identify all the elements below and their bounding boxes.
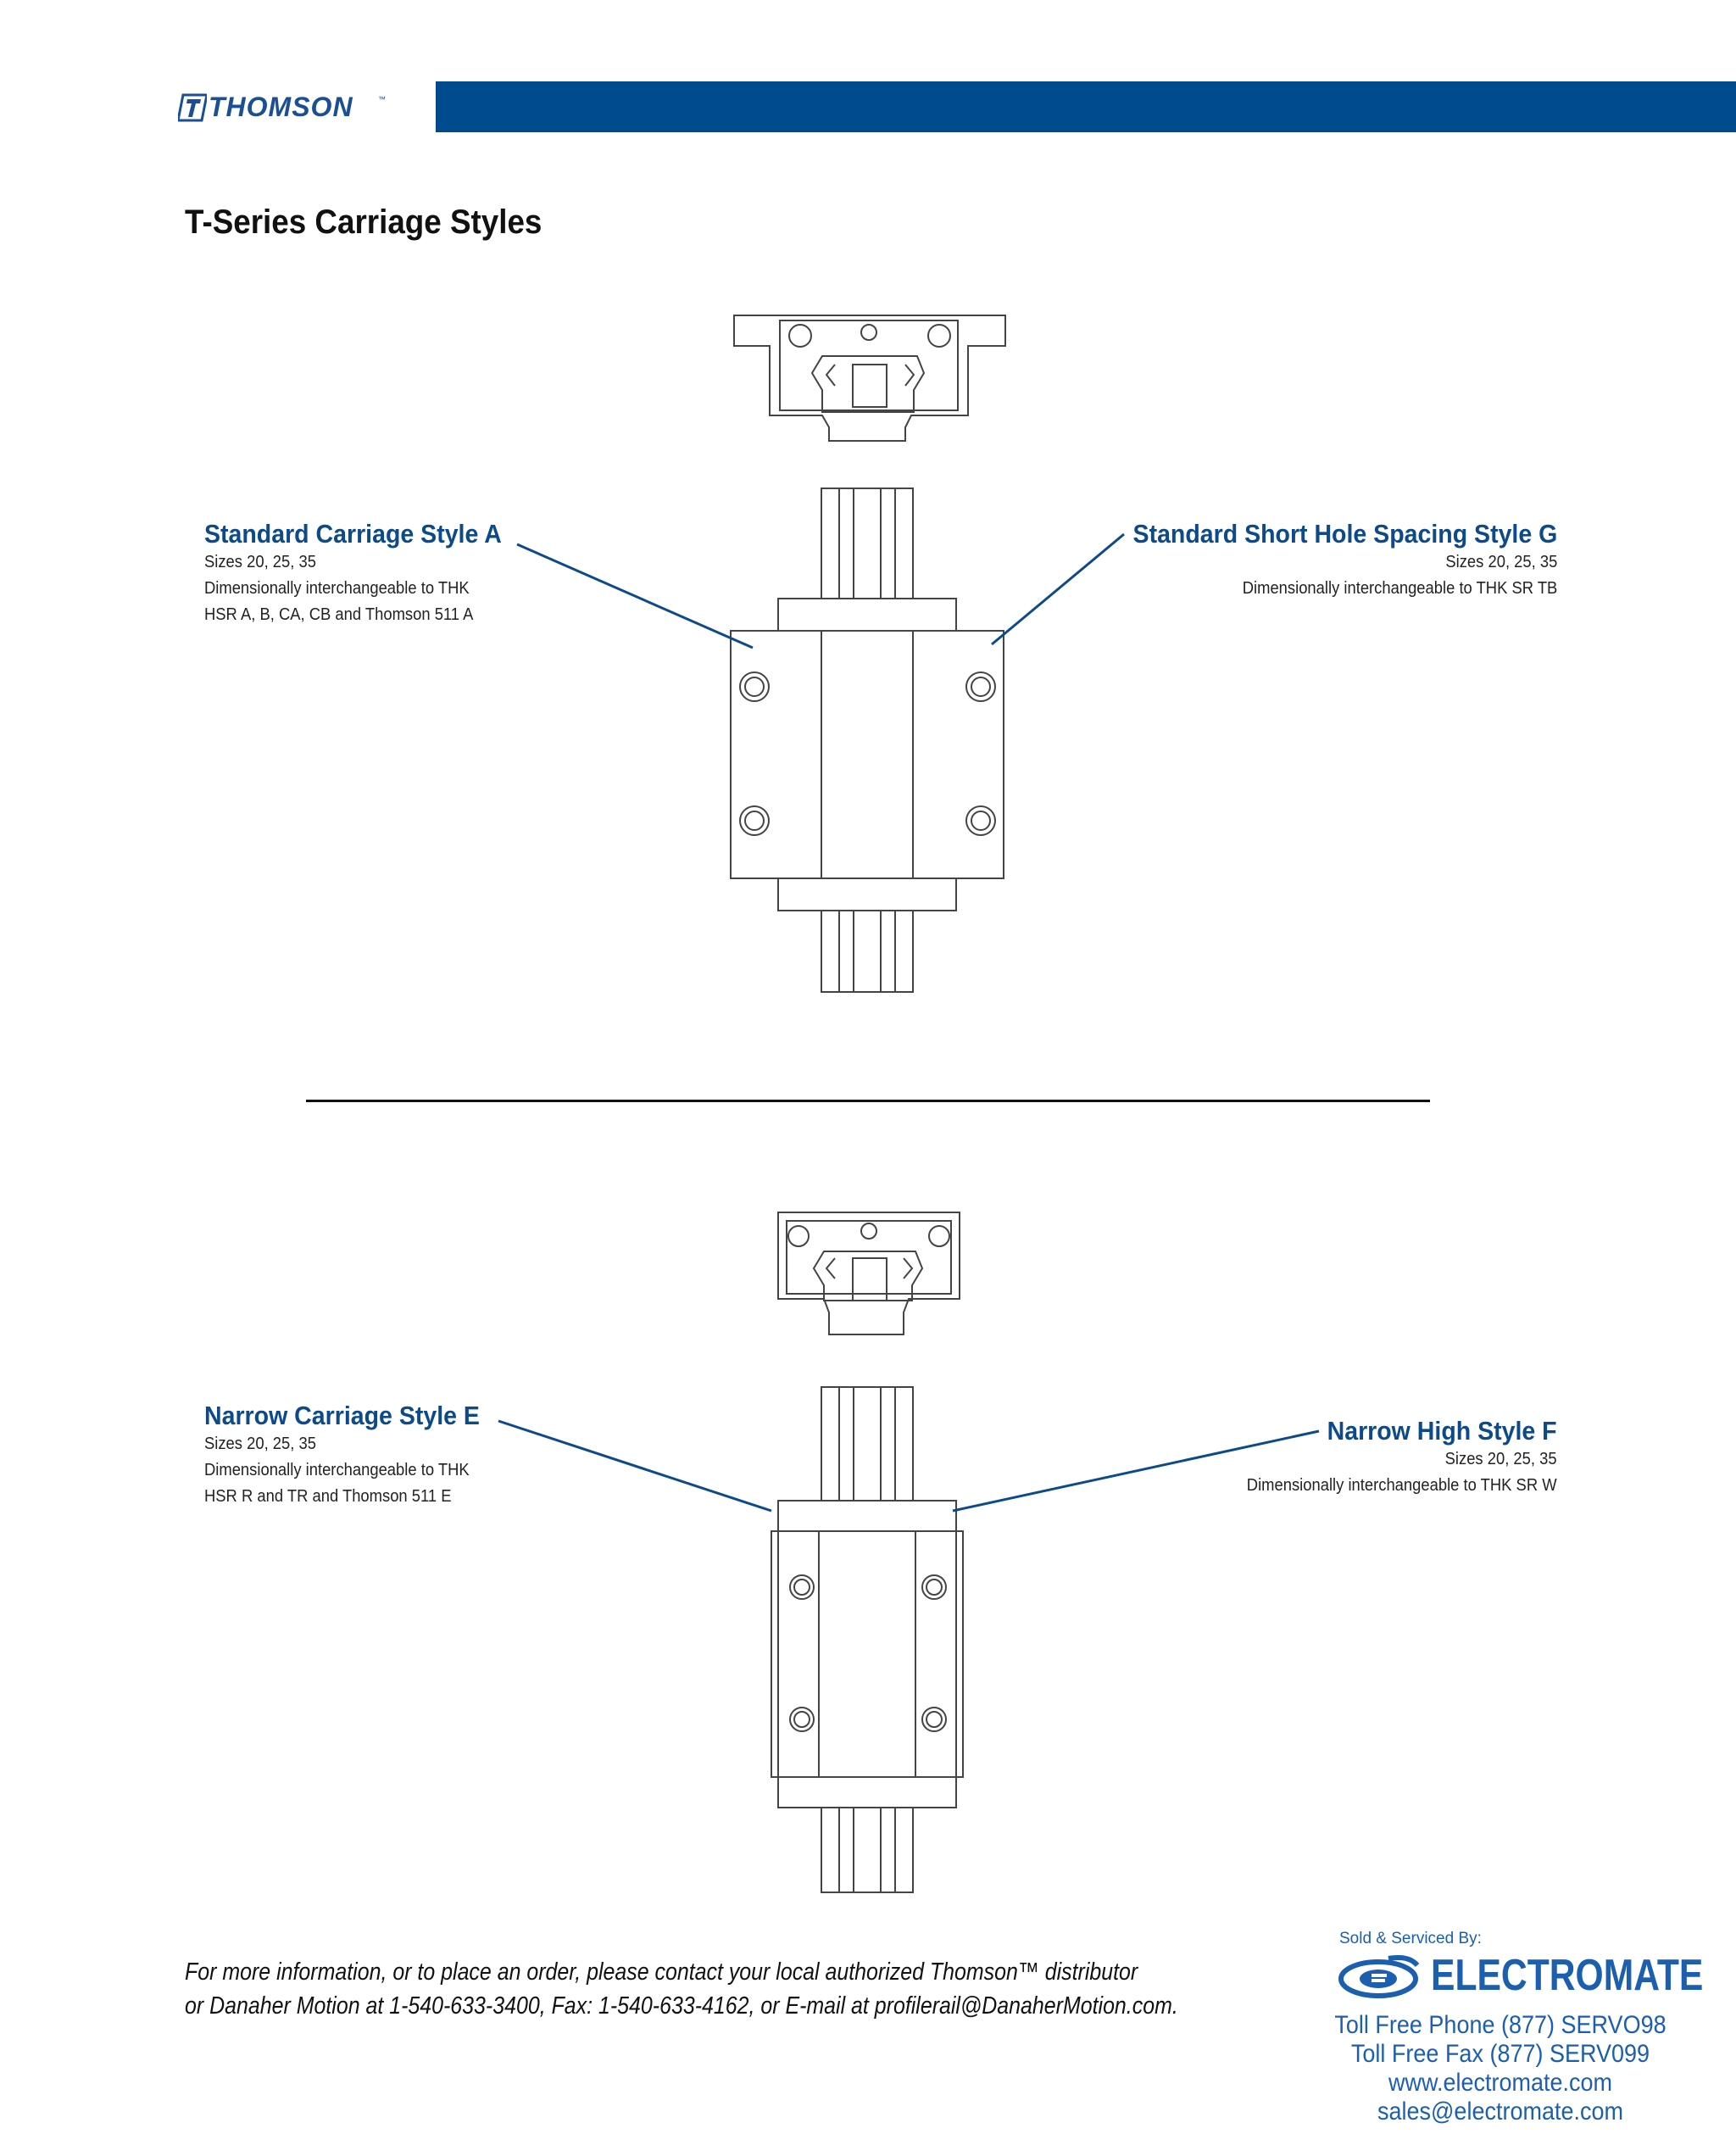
callout-sizes: Sizes 20, 25, 35 (204, 1435, 316, 1453)
callout-sizes: Sizes 20, 25, 35 (204, 553, 316, 571)
electromate-logo: ELECTROMATE (1338, 1948, 1704, 2008)
callout-text: Dimensionally interchangeable to THK SR … (1242, 579, 1557, 598)
carriage-e-end-view (777, 1212, 960, 1335)
logo-text: THOMSON (209, 92, 353, 122)
distributor-fax: Toll Free Fax (877) SERV099 (1350, 2040, 1650, 2068)
electromate-swoosh-icon (1338, 1955, 1420, 1998)
distributor-website-link[interactable]: www.electromate.com (1388, 2069, 1613, 2097)
leader-line-style-f (952, 1429, 1320, 1513)
section-divider (306, 1100, 1430, 1102)
callout-title: Standard Carriage Style A (204, 519, 502, 549)
page-title: T-Series Carriage Styles (185, 203, 542, 241)
callout-title: Standard Short Hole Spacing Style G (1132, 519, 1557, 549)
leader-line-style-a (516, 543, 754, 649)
callout-text: Dimensionally interchangeable to THK SR … (1247, 1476, 1557, 1495)
distributor-contact: Toll Free Phone (877) SERVO98 Toll Free … (1305, 2011, 1695, 2126)
carriage-a-end-view (733, 315, 1006, 442)
callout-text: HSR R and TR and Thomson 511 E (204, 1487, 452, 1506)
thomson-logo-icon (178, 93, 207, 122)
distributor-phone: Toll Free Phone (877) SERVO98 (1334, 2011, 1666, 2039)
callout-title: Narrow High Style F (1327, 1416, 1557, 1446)
callout-text: HSR A, B, CA, CB and Thomson 511 A (204, 605, 474, 624)
callout-style-g: Standard Short Hole Spacing Style G Size… (1096, 519, 1557, 602)
carriage-e-plan-view (771, 1386, 964, 1893)
logo-trademark: ™ (378, 95, 386, 103)
sold-by-label: Sold & Serviced By: (1339, 1930, 1482, 1947)
distributor-email-link[interactable]: sales@electromate.com (1377, 2098, 1624, 2126)
callout-sizes: Sizes 20, 25, 35 (1445, 1450, 1557, 1468)
leader-line-style-g (991, 532, 1125, 646)
header-bar (436, 81, 1736, 132)
callout-title: Narrow Carriage Style E (204, 1401, 480, 1430)
callout-text: Dimensionally interchangeable to THK (204, 579, 470, 598)
footer-contact-text: For more information, or to place an ord… (185, 1955, 1178, 2023)
callout-style-a: Standard Carriage Style A Sizes 20, 25, … (204, 519, 527, 628)
carriage-a-plan-view (730, 488, 1004, 993)
callout-style-f: Narrow High Style F Sizes 20, 25, 35 Dim… (1220, 1416, 1557, 1499)
footer-line-1: For more information, or to place an ord… (185, 1958, 1138, 1986)
callout-style-e: Narrow Carriage Style E Sizes 20, 25, 35… (204, 1401, 504, 1510)
thomson-logo: THOMSON ™ (178, 90, 390, 124)
distributor-name: ELECTROMATE (1431, 1951, 1704, 2000)
callout-sizes: Sizes 20, 25, 35 (1445, 553, 1557, 571)
leader-line-style-e (498, 1419, 772, 1513)
footer-line-2: or Danaher Motion at 1-540-633-3400, Fax… (185, 1992, 1178, 2020)
callout-text: Dimensionally interchangeable to THK (204, 1461, 470, 1479)
